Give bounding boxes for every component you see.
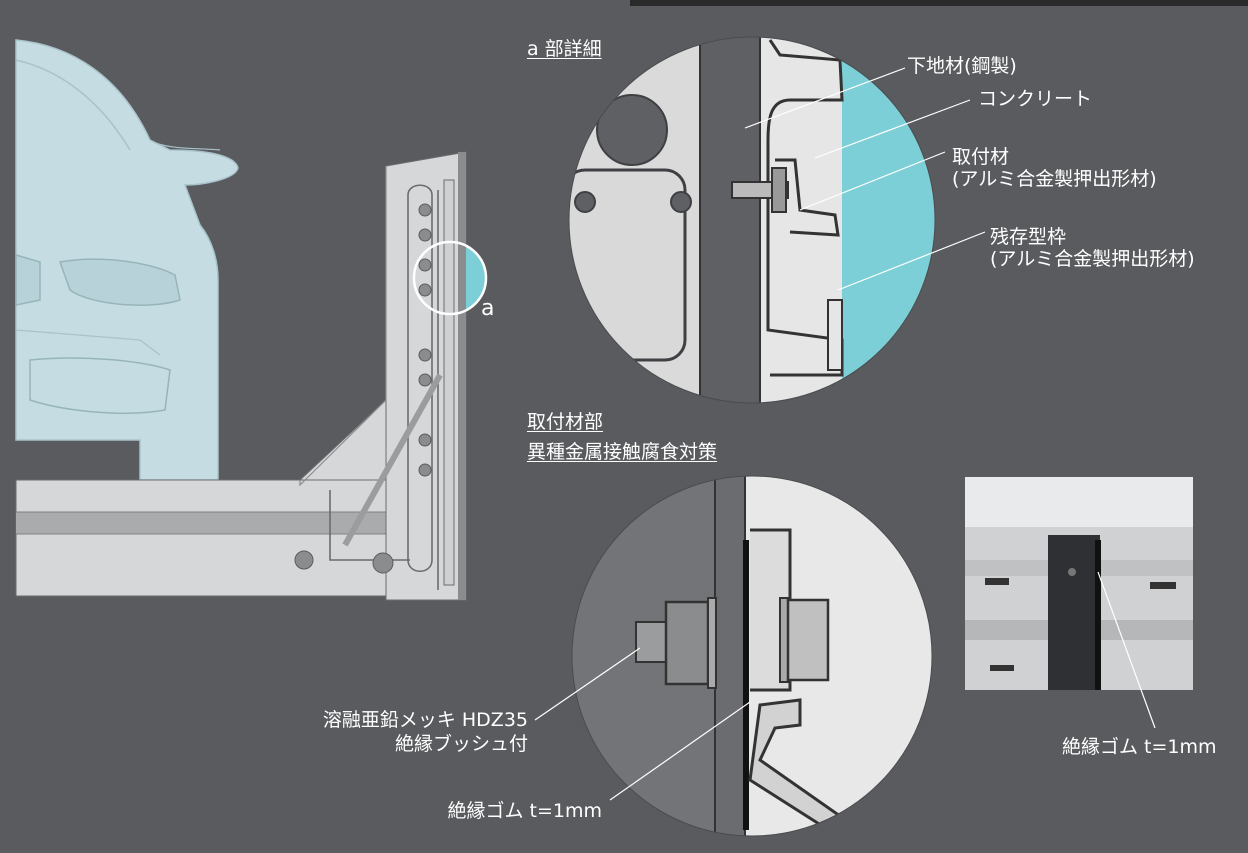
- detail-a-title: a 部詳細: [527, 38, 602, 60]
- corrosion-title-line1: 取付材部: [527, 411, 604, 433]
- label-fixture-line1: 取付材: [952, 146, 1010, 168]
- detail-a-circle: [568, 36, 936, 404]
- cross-section: [15, 39, 488, 601]
- detail-a-marker-letter: a: [481, 296, 495, 321]
- insulation-photo: [965, 477, 1193, 690]
- label-bolt-line2: 絶縁ブッシュ付: [394, 733, 528, 755]
- leader-lines: [534, 67, 1156, 801]
- detail-a-marker: [412, 240, 488, 316]
- label-formwork-line1: 残存型枠: [990, 226, 1067, 248]
- label-concrete: コンクリート: [978, 88, 1093, 110]
- label-bolt-line1: 溶融亜鉛メッキ HDZ35: [322, 709, 528, 731]
- photo-caption: 絶縁ゴム t=1mm: [1062, 736, 1217, 758]
- label-formwork-line2: (アルミ合金製押出形材): [990, 248, 1195, 270]
- car-illustration: [15, 39, 239, 481]
- top-photo-strip: [630, 0, 1248, 6]
- corrosion-detail-circle: [571, 475, 933, 837]
- corrosion-title-line2: 異種金属接触腐食対策: [527, 441, 718, 463]
- label-rubber: 絶縁ゴム t=1mm: [447, 800, 602, 822]
- label-base-material: 下地材(鋼製): [907, 55, 1017, 77]
- label-fixture-line2: (アルミ合金製押出形材): [952, 168, 1157, 190]
